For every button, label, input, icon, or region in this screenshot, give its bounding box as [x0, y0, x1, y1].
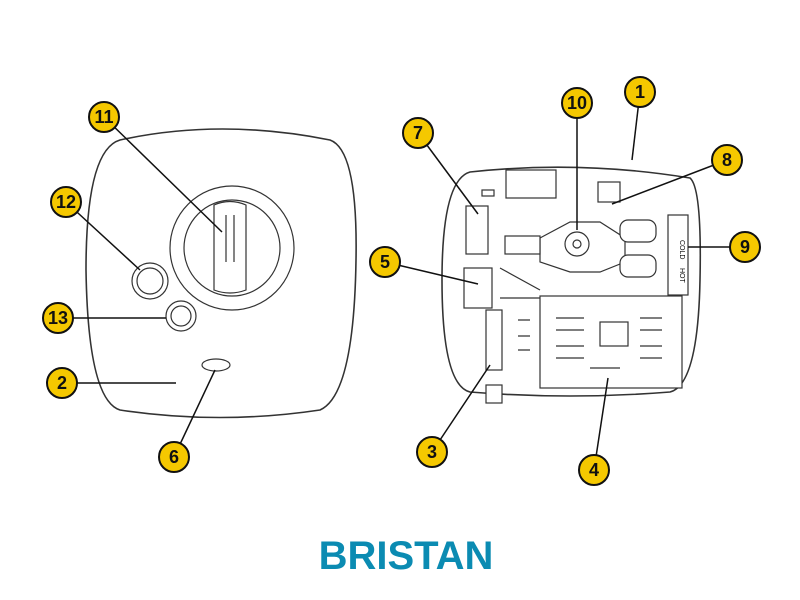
button-small	[165, 300, 197, 332]
svg-text:12: 12	[56, 192, 76, 212]
callout-2: 2	[46, 367, 78, 399]
callout-10: 10	[561, 87, 593, 119]
callout-6: 6	[158, 441, 190, 473]
svg-text:3: 3	[427, 442, 437, 462]
callout-7: 7	[402, 117, 434, 149]
svg-text:7: 7	[413, 123, 423, 143]
callout-11: 11	[88, 101, 120, 133]
dial-knob	[213, 200, 247, 294]
svg-text:4: 4	[589, 460, 599, 480]
callout-9: 9	[729, 231, 761, 263]
callout-13: 13	[42, 302, 74, 334]
front-cover	[85, 128, 357, 419]
callout-8: 8	[711, 144, 743, 176]
svg-text:10: 10	[567, 93, 587, 113]
internal-unit: COLD HOT	[441, 166, 702, 404]
svg-text:13: 13	[48, 308, 68, 328]
indicator-window	[201, 358, 231, 372]
callout-12: 12	[50, 186, 82, 218]
svg-text:6: 6	[169, 447, 179, 467]
inlet-assembly	[465, 205, 489, 255]
callout-3: 3	[416, 436, 448, 468]
leader-lines	[58, 91, 745, 471]
callout-4: 4	[578, 454, 610, 486]
svg-text:2: 2	[57, 373, 67, 393]
svg-text:9: 9	[740, 237, 750, 257]
svg-text:11: 11	[94, 107, 113, 127]
callout-5: 5	[369, 246, 401, 278]
cold-label: COLD	[678, 240, 685, 259]
callout-1: 1	[624, 76, 656, 108]
bristan-logo: BRISTAN	[318, 534, 494, 578]
svg-text:1: 1	[635, 82, 645, 102]
svg-text:8: 8	[722, 150, 732, 170]
svg-text:5: 5	[380, 252, 390, 272]
hot-label: HOT	[678, 268, 685, 284]
solenoid	[463, 267, 493, 309]
